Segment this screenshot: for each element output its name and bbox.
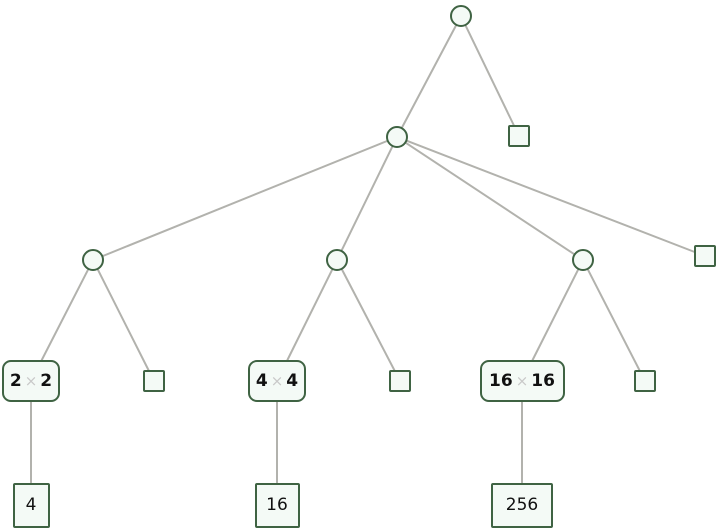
expression-label: 2×2 <box>10 371 52 391</box>
node-stub-1[interactable] <box>143 370 165 392</box>
edge-branch-1-to-stub-1 <box>96 268 150 371</box>
node-root[interactable] <box>450 5 472 27</box>
operand-left: 2 <box>9 371 22 391</box>
operand-right: 4 <box>286 371 299 391</box>
node-value-3[interactable]: 256 <box>491 482 553 528</box>
operand-left: 4 <box>255 371 268 391</box>
edge-hub-to-stub-b <box>406 139 695 253</box>
node-value-1[interactable]: 4 <box>12 482 50 528</box>
edge-hub-to-branch-1 <box>102 140 388 257</box>
expression-label: 4×4 <box>256 371 298 391</box>
node-value-label: 4 <box>25 495 37 515</box>
node-branch-3[interactable] <box>572 249 594 271</box>
edge-branch-1-to-expr-1 <box>40 268 89 361</box>
node-value-label: 16 <box>266 495 288 515</box>
node-branch-1[interactable] <box>82 249 104 271</box>
operand-right: 16 <box>531 371 555 391</box>
edge-branch-3-to-expr-3 <box>531 268 580 361</box>
node-expr-2[interactable]: 4×4 <box>248 360 306 402</box>
operand-left: 16 <box>489 371 513 391</box>
node-hub[interactable] <box>386 126 408 148</box>
node-stub-3[interactable] <box>634 370 656 392</box>
node-value-2[interactable]: 16 <box>254 482 300 528</box>
multiply-icon: × <box>270 372 284 390</box>
edge-root-to-stub-a <box>464 24 515 126</box>
node-stub-a[interactable] <box>508 125 530 147</box>
node-stub-b[interactable] <box>694 245 716 267</box>
multiply-icon: × <box>515 372 529 390</box>
node-expr-1[interactable]: 2×2 <box>2 360 60 402</box>
expression-label: 16×16 <box>489 371 555 391</box>
edge-branch-2-to-expr-2 <box>286 268 334 361</box>
edge-hub-to-branch-3 <box>405 142 575 255</box>
edge-root-to-hub <box>401 24 457 129</box>
edge-branch-2-to-stub-2 <box>341 268 396 371</box>
node-expr-3[interactable]: 16×16 <box>479 360 565 402</box>
edge-hub-to-branch-2 <box>340 145 394 252</box>
node-value-label: 256 <box>505 495 539 515</box>
node-stub-2[interactable] <box>389 370 411 392</box>
edge-branch-3-to-stub-3 <box>587 268 641 371</box>
node-branch-2[interactable] <box>326 249 348 271</box>
operand-right: 2 <box>40 371 53 391</box>
multiply-icon: × <box>24 372 38 390</box>
